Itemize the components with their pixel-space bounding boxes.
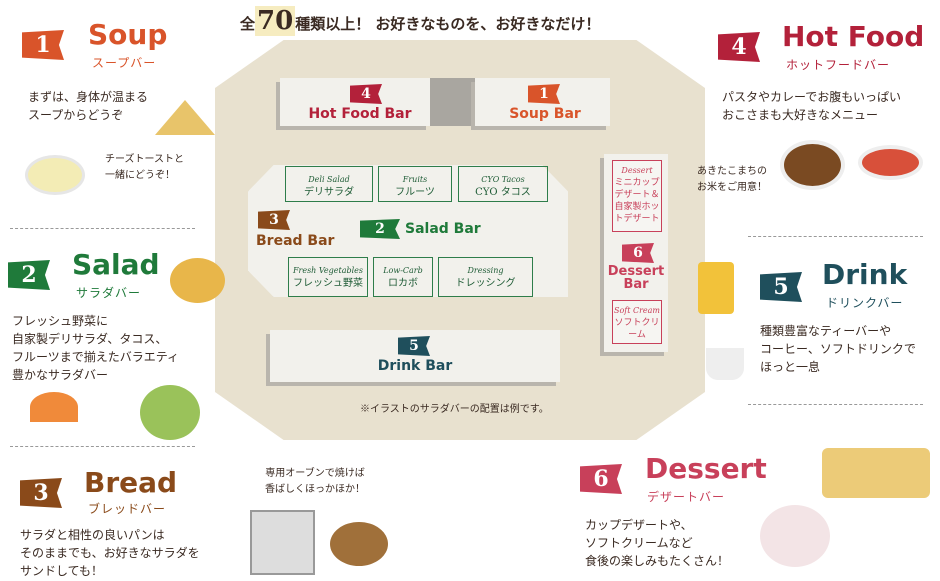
drink-subtitle: ドリンクバー — [826, 296, 904, 310]
bread-title: Bread — [84, 466, 178, 499]
soup-flag: 1 — [22, 30, 64, 60]
cell-ja: ソフトクリーム — [614, 318, 660, 340]
cheese-toast-image — [155, 100, 215, 135]
hot-text: パスタやカレーでお腹もいっぱい おこさまも大好きなメニュー — [722, 90, 902, 122]
dessert-bar-label: Dessert Bar — [607, 264, 665, 292]
headline-prefix: 全 — [240, 15, 256, 33]
divider — [748, 404, 923, 405]
cell-ja: デリサラダ — [304, 187, 354, 198]
salad-cell-lowcarb: Low-Carb ロカボ — [373, 257, 433, 297]
hot-flag: 4 — [718, 32, 760, 62]
cake-image — [822, 448, 930, 498]
hot-note: あきたこまちの お米をご用意！ — [697, 166, 767, 193]
drink-title: Drink — [822, 258, 908, 291]
salad-title: Salad — [72, 248, 160, 281]
salad-bar — [248, 165, 568, 297]
map-divider — [430, 78, 475, 126]
soft-cream-image — [760, 505, 830, 567]
salad-bar-flag: 2 — [360, 219, 400, 239]
dessert-bar-flag: 6 — [622, 243, 654, 263]
drink-bar-label: Drink Bar — [377, 358, 453, 374]
divider — [748, 236, 923, 237]
bread-text: サラダと相性の良いパンは そのままでも、お好きなサラダを サンドしても！ — [20, 528, 200, 578]
bread-flag: 3 — [20, 478, 62, 508]
dessert-text: カップデザートや、 ソフトクリームなど 食後の楽しみもたくさん！ — [585, 518, 730, 568]
dessert-flag: 6 — [580, 464, 622, 494]
drink-bar-flag: 5 — [398, 336, 430, 356]
headline-number: 70 — [255, 6, 296, 36]
cell-ja: ミニカップデザート＆自家製ホットデザート — [614, 178, 660, 224]
dessert-title: Dessert — [645, 452, 767, 485]
orange-image — [30, 392, 78, 422]
soup-text: まずは、身体が温まる スープからどうぞ — [28, 90, 149, 122]
bread-bar-label: Bread Bar — [256, 233, 335, 249]
curry-image — [780, 140, 845, 190]
salad-cell-vegetables: Fresh Vegetables フレッシュ野菜 — [288, 257, 368, 297]
cell-ja: フルーツ — [395, 187, 435, 198]
cell-en: Fruits — [402, 175, 428, 184]
soup-title: Soup — [88, 18, 168, 51]
cell-ja: ドレッシング — [455, 278, 516, 289]
salad-subtitle: サラダバー — [76, 286, 142, 300]
soup-bar-flag: 1 — [528, 84, 560, 104]
hot-subtitle: ホットフードバー — [786, 58, 891, 72]
salad-cell-fruits: Fruits フルーツ — [378, 166, 452, 202]
headline-suffix: 種類以上！ お好きなものを、お好きなだけ！ — [295, 15, 601, 33]
cell-en: CYO Tacos — [481, 175, 525, 184]
bread-subtitle: ブレッドバー — [88, 502, 167, 516]
salad-flag: 2 — [8, 260, 50, 290]
cell-en: Low-Carb — [383, 266, 423, 275]
hot-bar-label: Hot Food Bar — [308, 106, 412, 122]
bread-bar-flag: 3 — [258, 210, 290, 230]
cell-en: Dessert — [621, 166, 653, 175]
cell-en: Soft Cream — [613, 306, 661, 315]
soup-bar-label: Soup Bar — [509, 106, 581, 122]
cell-ja: フレッシュ野菜 — [293, 278, 363, 289]
salad-bar-label: Salad Bar — [405, 221, 481, 237]
juice-glass-image — [698, 262, 734, 314]
pasta-image — [858, 145, 923, 180]
drink-text: 種類豊富なティーバーや コーヒー、ソフトドリンクで ほっと一息 — [760, 324, 916, 374]
soup-cup-image — [25, 155, 85, 195]
hot-title: Hot Food — [782, 20, 925, 53]
cell-en: Dressing — [467, 266, 504, 275]
cell-ja: ロカボ — [388, 278, 418, 289]
dessert-cell-cup: Dessert ミニカップデザート＆自家製ホットデザート — [612, 160, 662, 232]
cell-ja: CYO タコス — [475, 187, 531, 198]
map-note: ※イラストのサラダバーの配置は例です。 — [360, 404, 549, 415]
hot-bar-flag: 4 — [350, 84, 382, 104]
dessert-cell-softcream: Soft Cream ソフトクリーム — [612, 300, 662, 344]
salad-text: フレッシュ野菜に 自家製デリサラダ、タコス、 フルーツまで揃えたバラエティ 豊か… — [12, 314, 180, 382]
cell-en: Fresh Vegetables — [292, 266, 364, 275]
salad-cell-dressing: Dressing ドレッシング — [438, 257, 533, 297]
divider — [10, 228, 195, 229]
soup-note: チーズトーストと 一緒にどうぞ！ — [105, 154, 184, 181]
cell-en: Deli Salad — [308, 175, 350, 184]
drink-flag: 5 — [760, 272, 802, 302]
dessert-subtitle: デザートバー — [647, 490, 726, 504]
bread-note: 専用オーブンで焼けば 香ばしくほっかほか！ — [265, 468, 365, 495]
salad-cell-deli: Deli Salad デリサラダ — [285, 166, 373, 202]
taco-image — [170, 258, 225, 303]
divider — [10, 446, 195, 447]
toaster-oven-image — [250, 510, 315, 575]
bread-image — [330, 522, 388, 566]
salad-bowl-image — [140, 385, 200, 440]
coffee-cup-image — [706, 348, 744, 380]
soup-subtitle: スープバー — [92, 56, 157, 70]
